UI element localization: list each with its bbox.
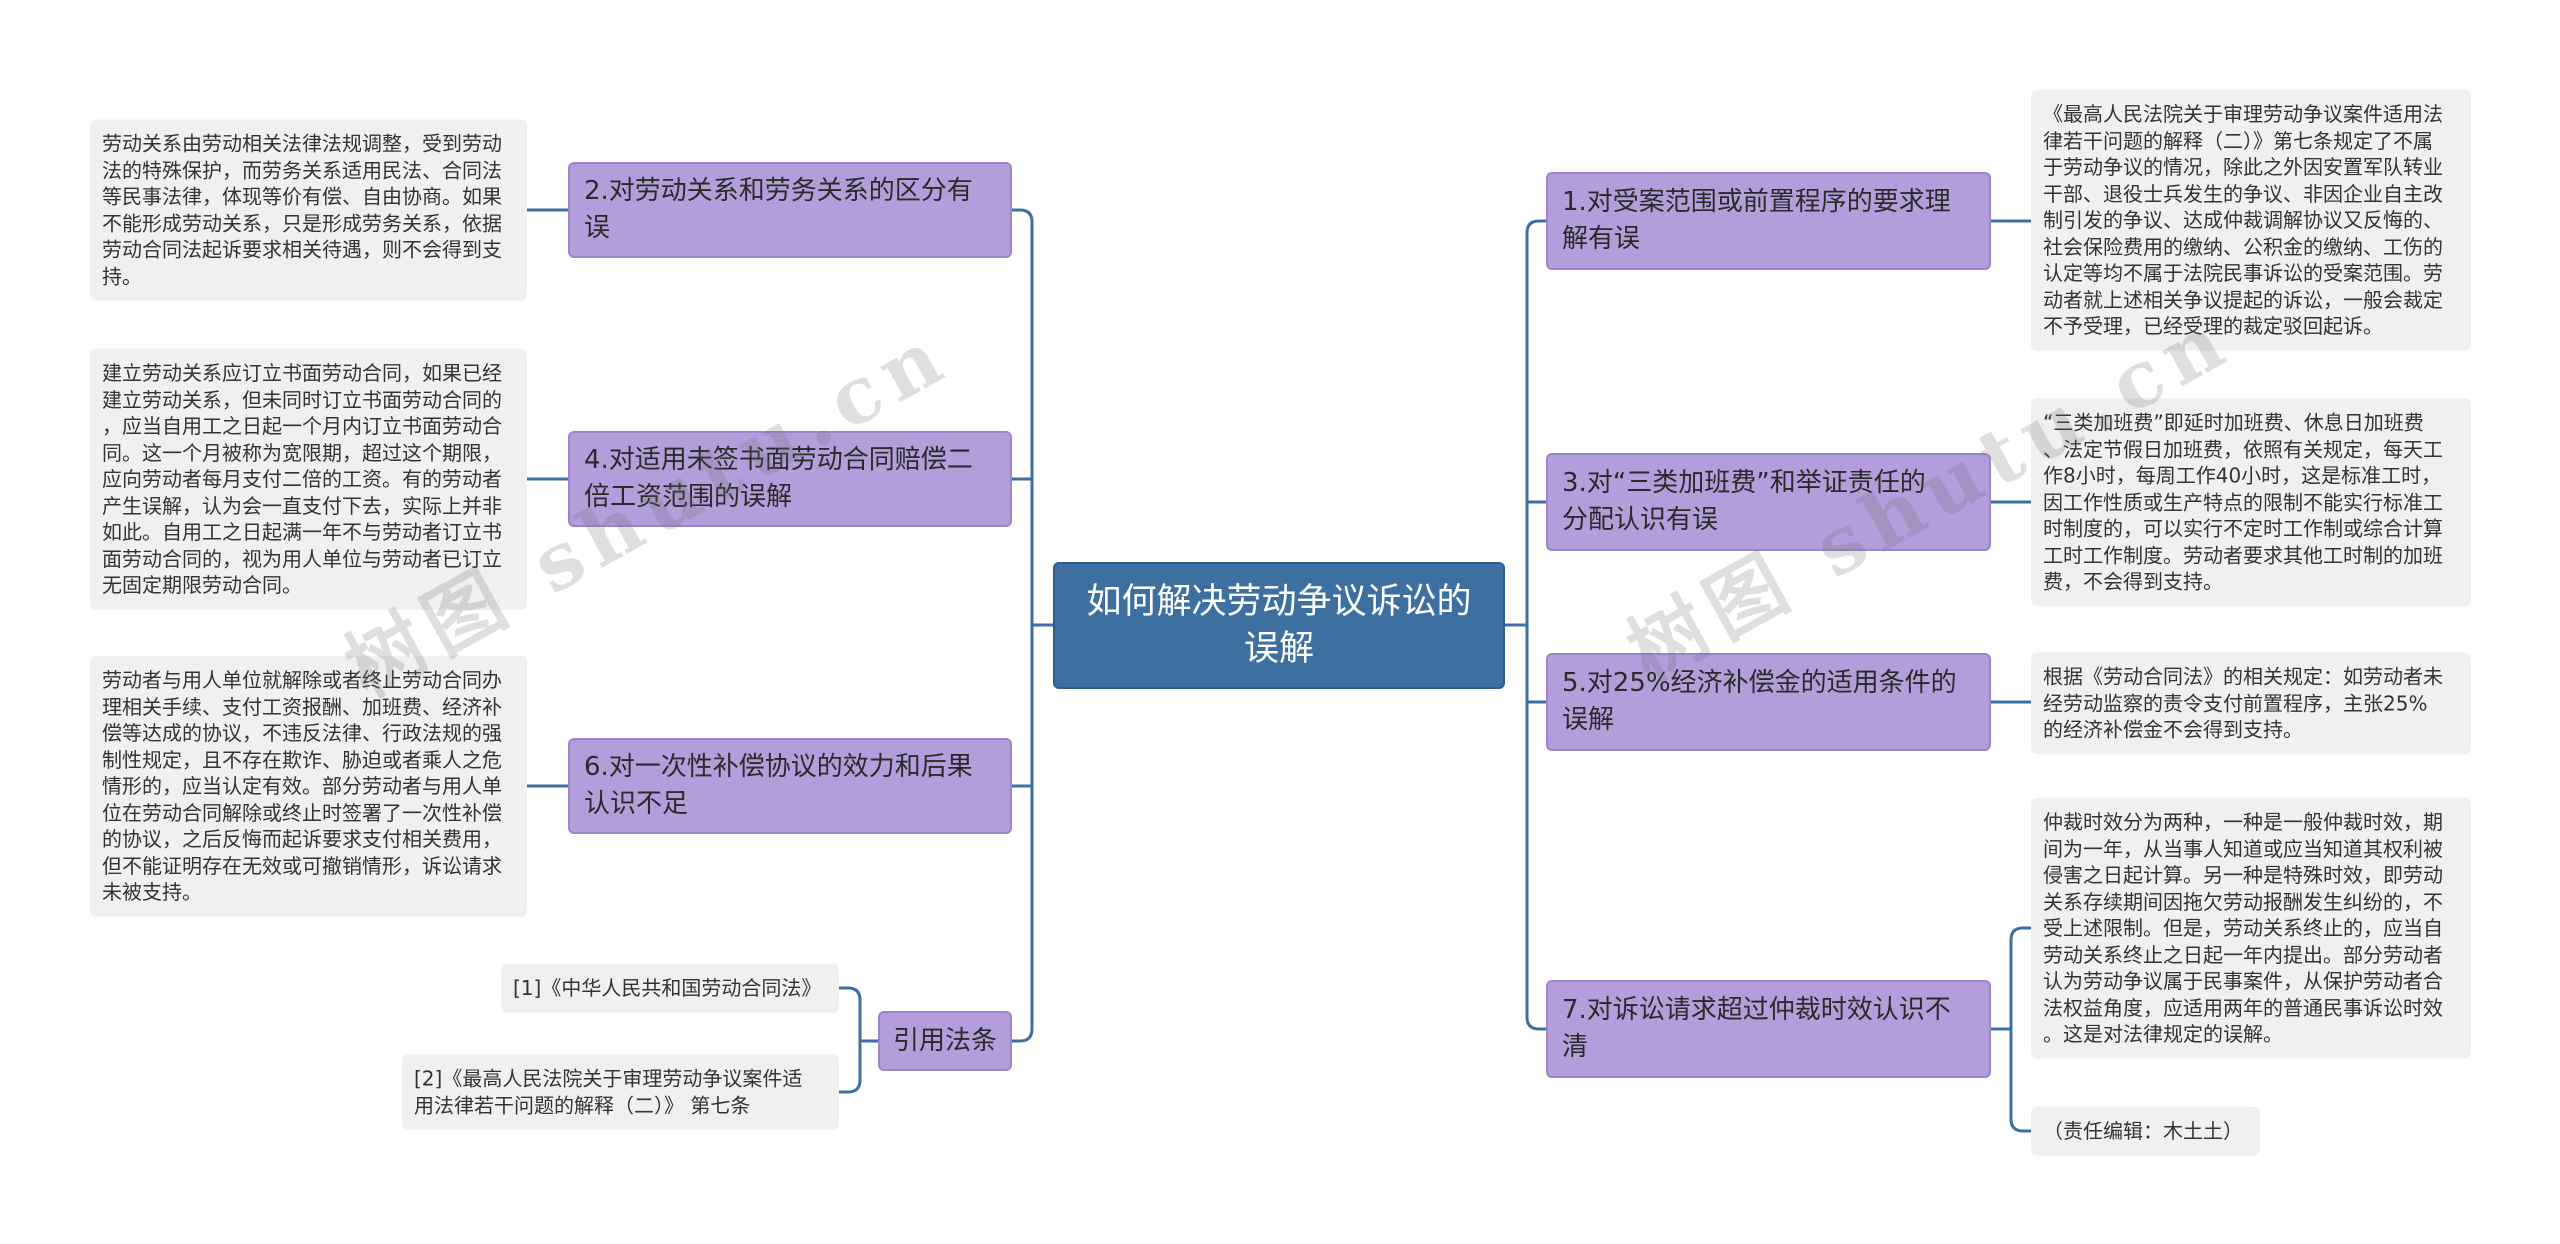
branch-topic-7-label: 7.对诉讼请求超过仲裁时效认识不 清 [1562,995,1951,1062]
branch-topic-1: 1.对受案范围或前置程序的要求理 解有误 [1546,172,1991,270]
connector-right-trunk [1525,219,1548,1031]
branch-note-6: 劳动者与用人单位就解除或者终止劳动合同办 理相关手续、支付工资报酬、加班费、经济… [90,655,527,917]
branch-note-5: 根据《劳动合同法》的相关规定：如劳动者未 经劳动监察的责令支付前置程序，主张25… [2031,652,2471,754]
branch-topic-3: 3.对“三类加班费”和举证责任的 分配认识有误 [1546,453,1991,551]
branch-topic-1-label: 1.对受案范围或前置程序的要求理 解有误 [1562,187,1951,254]
connector-references-bracket [837,986,862,1094]
branch-topic-6: 6.对一次性补偿协议的效力和后果 认识不足 [568,738,1012,834]
branch-topic-2-label: 2.对劳动关系和劳务关系的区分有 误 [584,176,973,243]
branch-note-4: 建立劳动关系应订立书面劳动合同，如果已经 建立劳动关系，但未同时订立书面劳动合同… [90,348,527,610]
branch-note-7: 仲裁时效分为两种，一种是一般仲裁时效，期 间为一年，从当事人知道或应当知道其权利… [2031,797,2471,1059]
connector-left-trunk [1010,208,1034,1043]
central-topic: 如何解决劳动争议诉讼的 误解 [1053,562,1505,689]
branch-topic-7: 7.对诉讼请求超过仲裁时效认识不 清 [1546,980,1991,1078]
branch-topic-references: 引用法条 [878,1011,1012,1071]
branch-note-2: 劳动关系由劳动相关法律法规调整，受到劳动 法的特殊保护，而劳务关系适用民法、合同… [90,119,527,301]
reference-item-2: [2]《最高人民法院关于审理劳动争议案件适 用法律若干问题的解释（二）》 第七条 [402,1054,839,1130]
branch-topic-2: 2.对劳动关系和劳务关系的区分有 误 [568,162,1012,258]
branch-topic-references-label: 引用法条 [892,1025,997,1056]
branch-topic-3-label: 3.对“三类加班费”和举证责任的 分配认识有误 [1562,468,1926,535]
reference-item-1: [1]《中华人民共和国劳动合同法》 [501,963,839,1013]
branch-topic-5: 5.对25%经济补偿金的适用条件的 误解 [1546,653,1991,751]
editor-credit: （责任编辑：木土土） [2031,1106,2260,1156]
connector-note-7-bracket [2009,926,2033,1133]
branch-topic-4-label: 4.对适用未签书面劳动合同赔偿二 倍工资范围的误解 [584,445,973,512]
branch-topic-4: 4.对适用未签书面劳动合同赔偿二 倍工资范围的误解 [568,431,1012,527]
branch-note-1: 《最高人民法院关于审理劳动争议案件适用法 律若干问题的解释（二）》第七条规定了不… [2031,89,2471,351]
branch-note-3: “三类加班费”即延时加班费、休息日加班费 、法定节假日加班费，依照有关规定，每天… [2031,398,2471,606]
branch-topic-6-label: 6.对一次性补偿协议的效力和后果 认识不足 [584,752,973,819]
branch-topic-5-label: 5.对25%经济补偿金的适用条件的 误解 [1562,668,1957,735]
